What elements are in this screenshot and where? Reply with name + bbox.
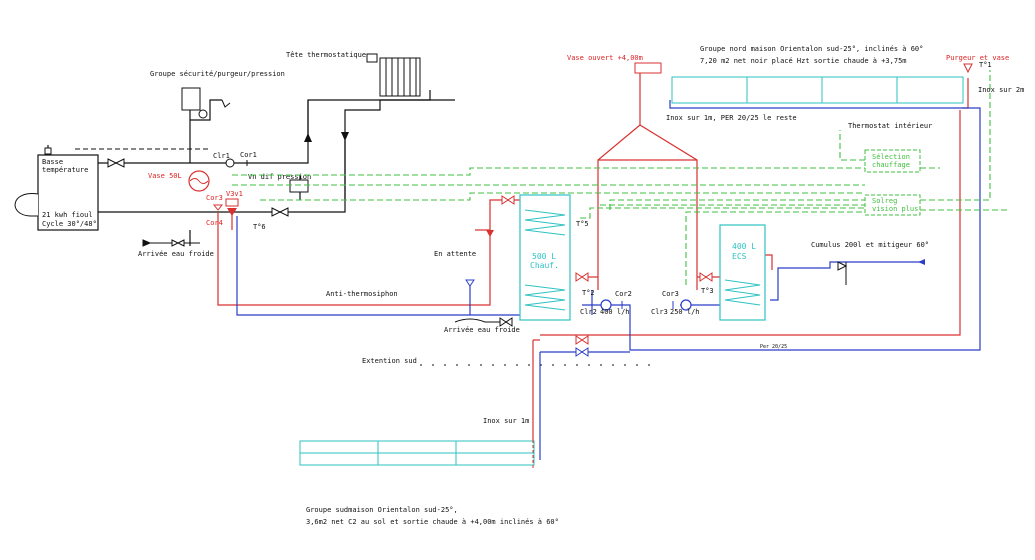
flow-arrow-up (304, 133, 312, 142)
boiler-label-1: Basse (42, 158, 63, 166)
vase50-label: Vase 50L (148, 172, 182, 180)
relief-valve-icon (221, 99, 231, 108)
solar-controller-label-2: vision plus (872, 205, 918, 213)
black-piping (47, 90, 455, 246)
cor4-label: Cor4 (206, 219, 223, 227)
valve-icon (107, 158, 289, 217)
boiler-top-tab (44, 147, 52, 155)
manometer-icon (198, 109, 208, 119)
south-group-label-1: Groupe sudmaison Orientalon sud-25°, (306, 506, 458, 514)
boiler-label-2: température (42, 166, 88, 174)
expansion-vessel-membrane (189, 178, 209, 184)
t3-label: T°3 (701, 287, 714, 295)
extention-label: Extention sud (362, 357, 417, 365)
north-collector-group (671, 76, 964, 104)
open-vessel (634, 62, 662, 74)
boiler-label-4: Cycle 30°/48° (42, 220, 97, 228)
mixer-valve-icon (837, 261, 848, 285)
security-group-box (181, 87, 201, 111)
tank-400l-label-2: ECS (732, 252, 747, 261)
cold-water-inlet-2 (454, 317, 513, 327)
three-way-valve-actuator (225, 198, 239, 207)
air-vent-icon (963, 63, 973, 74)
circulator-pump-2-icon (600, 299, 612, 311)
clr2-label: Clr2 (580, 308, 597, 316)
thermostat-label: Thermostat intérieur (848, 122, 932, 130)
boiler-burner (14, 193, 39, 217)
cumulus-label: Cumulus 200l et mitigeur 60° (811, 241, 929, 249)
thermostatic-head-icon (366, 53, 378, 63)
vase-ouvert-label: Vase ouvert +4,00m (567, 54, 643, 62)
arrivee2-label: Arrivée eau froide (444, 326, 520, 334)
cor3-label: Cor3 (206, 194, 223, 202)
cor1-label: Cor1 (240, 151, 257, 159)
vn-label: Vn dif pression (248, 173, 311, 181)
en-attente-label: En attente (434, 250, 476, 258)
heating-selector-box (864, 149, 921, 173)
valve-icon (212, 195, 713, 345)
flow2-label: 250 l/h (670, 308, 700, 316)
cor3b-label: Cor3 (662, 290, 679, 298)
inox1m-label: Inox sur 1m (483, 417, 529, 425)
anti-thermosiphon-label: Anti-thermosiphon (326, 290, 398, 298)
circulator-pump-icon (225, 158, 235, 168)
arrivee1-label: Arrivée eau froide (138, 250, 214, 258)
clr3-label: Clr3 (651, 308, 668, 316)
t5-label: T°5 (576, 220, 589, 228)
security-group-label: Groupe sécurité/purgeur/pression (150, 70, 285, 78)
circulator-pump-3-icon (680, 299, 692, 311)
v3v1-label: V3v1 (226, 190, 243, 198)
t2-label: T°2 (582, 289, 595, 297)
three-way-valve-icon (227, 208, 237, 216)
south-group-label-2: 3,6m2 net C2 au sol et sortie chaude à +… (306, 518, 559, 526)
solar-controller-box (864, 194, 921, 216)
north-group-label-1: Groupe nord maison Orientalon sud-25°, i… (700, 45, 923, 53)
solar-controller-label-1: Solreg (872, 197, 897, 205)
inox-per-label: Inox sur 1m, PER 20/25 le reste (666, 114, 797, 122)
thermostatic-head-label: Tête thermostatique (286, 51, 366, 59)
purgeur-label: Purgeur et vase (946, 54, 1009, 62)
cold-inlet-arrow (918, 259, 925, 265)
pressure-valve-icon (289, 179, 309, 193)
north-group-label-2: 7,20 m2 net noir placé Hzt sortie chaude… (700, 57, 907, 65)
tank-500l-label-1: 500 L (532, 252, 556, 261)
valve-icon (465, 279, 589, 357)
tank-400l-label-1: 400 L (732, 242, 756, 251)
t6-label: T°6 (253, 223, 266, 231)
tank-500l-coils (524, 209, 566, 311)
flow1-label: 400 l/h (600, 308, 630, 316)
cor2-label: Cor2 (615, 290, 632, 298)
tank-400l-coils (724, 279, 761, 306)
clr1-label: Clr1 (213, 152, 230, 160)
hot-flow-arrow (486, 230, 494, 237)
per2025-label: Per 20/25 (760, 344, 787, 350)
t1-label: T°1 (979, 61, 992, 69)
control-signal-lines (232, 70, 1010, 285)
inox2m-label: Inox sur 2m (978, 86, 1024, 94)
flow-arrow-down (341, 132, 349, 141)
heating-selector-label-2: chauffage (872, 161, 910, 169)
tank-500l-label-2: Chauf. (530, 261, 559, 270)
tank-400l (719, 224, 766, 321)
south-collector-group (299, 440, 535, 466)
boiler (37, 154, 99, 231)
radiator (379, 57, 421, 97)
heating-selector-label-1: Sélection (872, 153, 910, 161)
boiler-label-3: 21 kwh fioul (42, 211, 93, 219)
cold-water-inlet-1 (142, 239, 200, 247)
